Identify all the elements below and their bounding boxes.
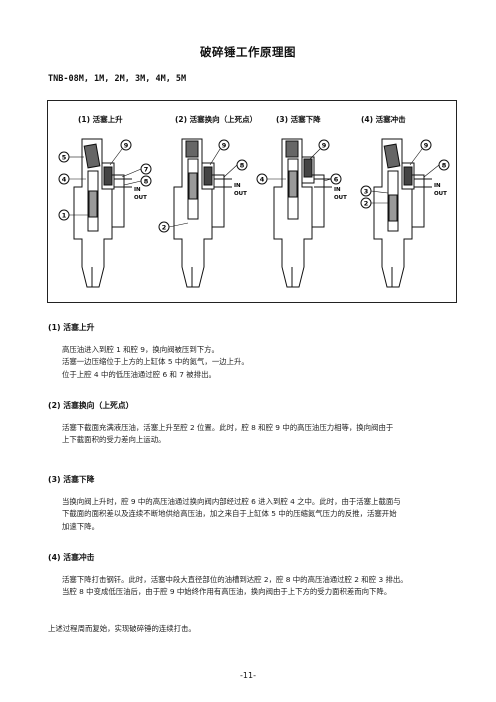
port-in-label: IN xyxy=(234,183,241,189)
callout-4: 4 xyxy=(62,176,67,184)
port-out-label: OUT xyxy=(334,195,347,201)
callout-6: 6 xyxy=(334,176,339,184)
page-title: 破碎锤工作原理图 xyxy=(200,45,296,59)
callout-7: 7 xyxy=(144,166,149,174)
working-principle-diagram: (1) 活塞上升 (2) 活塞换向（上死点） (3) 活塞下降 (4) 活塞冲击… xyxy=(47,100,457,303)
section-line: 当腔 8 中变成低压油后，由于腔 9 中始终作用有高压油，换向阀由于上下方的受力… xyxy=(62,587,392,596)
callout-5: 5 xyxy=(62,154,67,162)
section-line: 下截面的面积差以及连续不断地供给高压油，加之来自于上缸体 5 中的压缩氮气压力的… xyxy=(62,509,397,518)
port-out-label: OUT xyxy=(134,195,147,201)
port-in-label: IN xyxy=(334,187,341,193)
callout-8: 8 xyxy=(144,178,149,186)
section-heading: (3) 活塞下降 xyxy=(48,475,95,484)
section-line: 位于上腔 4 中的低压油通过腔 6 和 7 被排出。 xyxy=(62,369,216,379)
stage-1-breaker-diagram: 5 4 1 9 7 8 IN OUT xyxy=(58,138,152,288)
section-line: 活塞下截面充满液压油，活塞上升至腔 2 位置。此时，腔 8 和腔 9 中的高压油… xyxy=(62,422,394,432)
port-in-label: IN xyxy=(134,187,141,193)
callout-2: 2 xyxy=(162,224,167,232)
stage-4-breaker-diagram: 9 8 3 2 IN OUT xyxy=(360,138,450,288)
callout-4: 4 xyxy=(260,176,265,184)
callout-8: 8 xyxy=(240,162,245,170)
callout-3: 3 xyxy=(364,188,369,196)
section-line: 活塞一边压缩位于上方的上缸体 5 中的氮气，一边上升。 xyxy=(62,357,249,366)
page-number: -11- xyxy=(240,671,256,680)
callout-9: 9 xyxy=(222,142,227,150)
port-out-label: OUT xyxy=(434,191,447,197)
section-piston-impact: (4) 活塞冲击 活塞下降打击钢钎。此时，活塞中段大直径部位的油槽到达腔 2，腔… xyxy=(48,552,458,599)
stage-2-label: (2) 活塞换向（上死点） xyxy=(175,115,258,124)
stage-2-breaker-diagram: 9 8 2 IN OUT xyxy=(158,138,248,288)
stage-1-label: (1) 活塞上升 xyxy=(78,115,123,124)
model-list: TNB-08M, 1M, 2M, 3M, 4M, 5M xyxy=(48,74,187,84)
section-line: 高压油进入到腔 1 和腔 9，换向阀被压到下方。 xyxy=(62,344,219,354)
stage-3-breaker-diagram: 9 4 6 IN OUT xyxy=(256,138,347,288)
callout-9: 9 xyxy=(322,142,327,150)
section-line: 上下截面积的受力差向上运动。 xyxy=(62,435,166,444)
section-line: 当换向阀上升时，腔 9 中的高压油通过换向阀内部经过腔 6 进入到腔 4 之中。… xyxy=(62,496,401,506)
callout-1: 1 xyxy=(62,212,67,220)
stage-3-label: (3) 活塞下降 xyxy=(276,115,321,124)
section-piston-rise: (1) 活塞上升 高压油进入到腔 1 和腔 9，换向阀被压到下方。 活塞一边压缩… xyxy=(48,322,458,381)
callout-9: 9 xyxy=(124,142,129,150)
callout-8: 8 xyxy=(442,162,447,170)
section-piston-descent: (3) 活塞下降 当换向阀上升时，腔 9 中的高压油通过换向阀内部经过腔 6 进… xyxy=(48,474,458,533)
section-heading: (4) 活塞冲击 xyxy=(48,553,95,562)
section-piston-reversal: (2) 活塞换向（上死点） 活塞下截面充满液压油，活塞上升至腔 2 位置。此时，… xyxy=(48,400,458,447)
callout-2: 2 xyxy=(364,200,369,208)
summary-text: 上述过程周而复始，实现破碎锤的连续打击。 xyxy=(48,624,196,633)
port-out-label: OUT xyxy=(234,191,247,197)
section-line: 活塞下降打击钢钎。此时，活塞中段大直径部位的油槽到达腔 2，腔 8 中的高压油通… xyxy=(62,574,408,584)
section-line: 加速下降。 xyxy=(62,521,99,531)
section-heading: (1) 活塞上升 xyxy=(48,323,95,332)
port-in-label: IN xyxy=(434,183,441,189)
section-heading: (2) 活塞换向（上死点） xyxy=(48,401,134,410)
callout-9: 9 xyxy=(424,142,429,150)
stage-4-label: (4) 活塞冲击 xyxy=(361,115,406,124)
